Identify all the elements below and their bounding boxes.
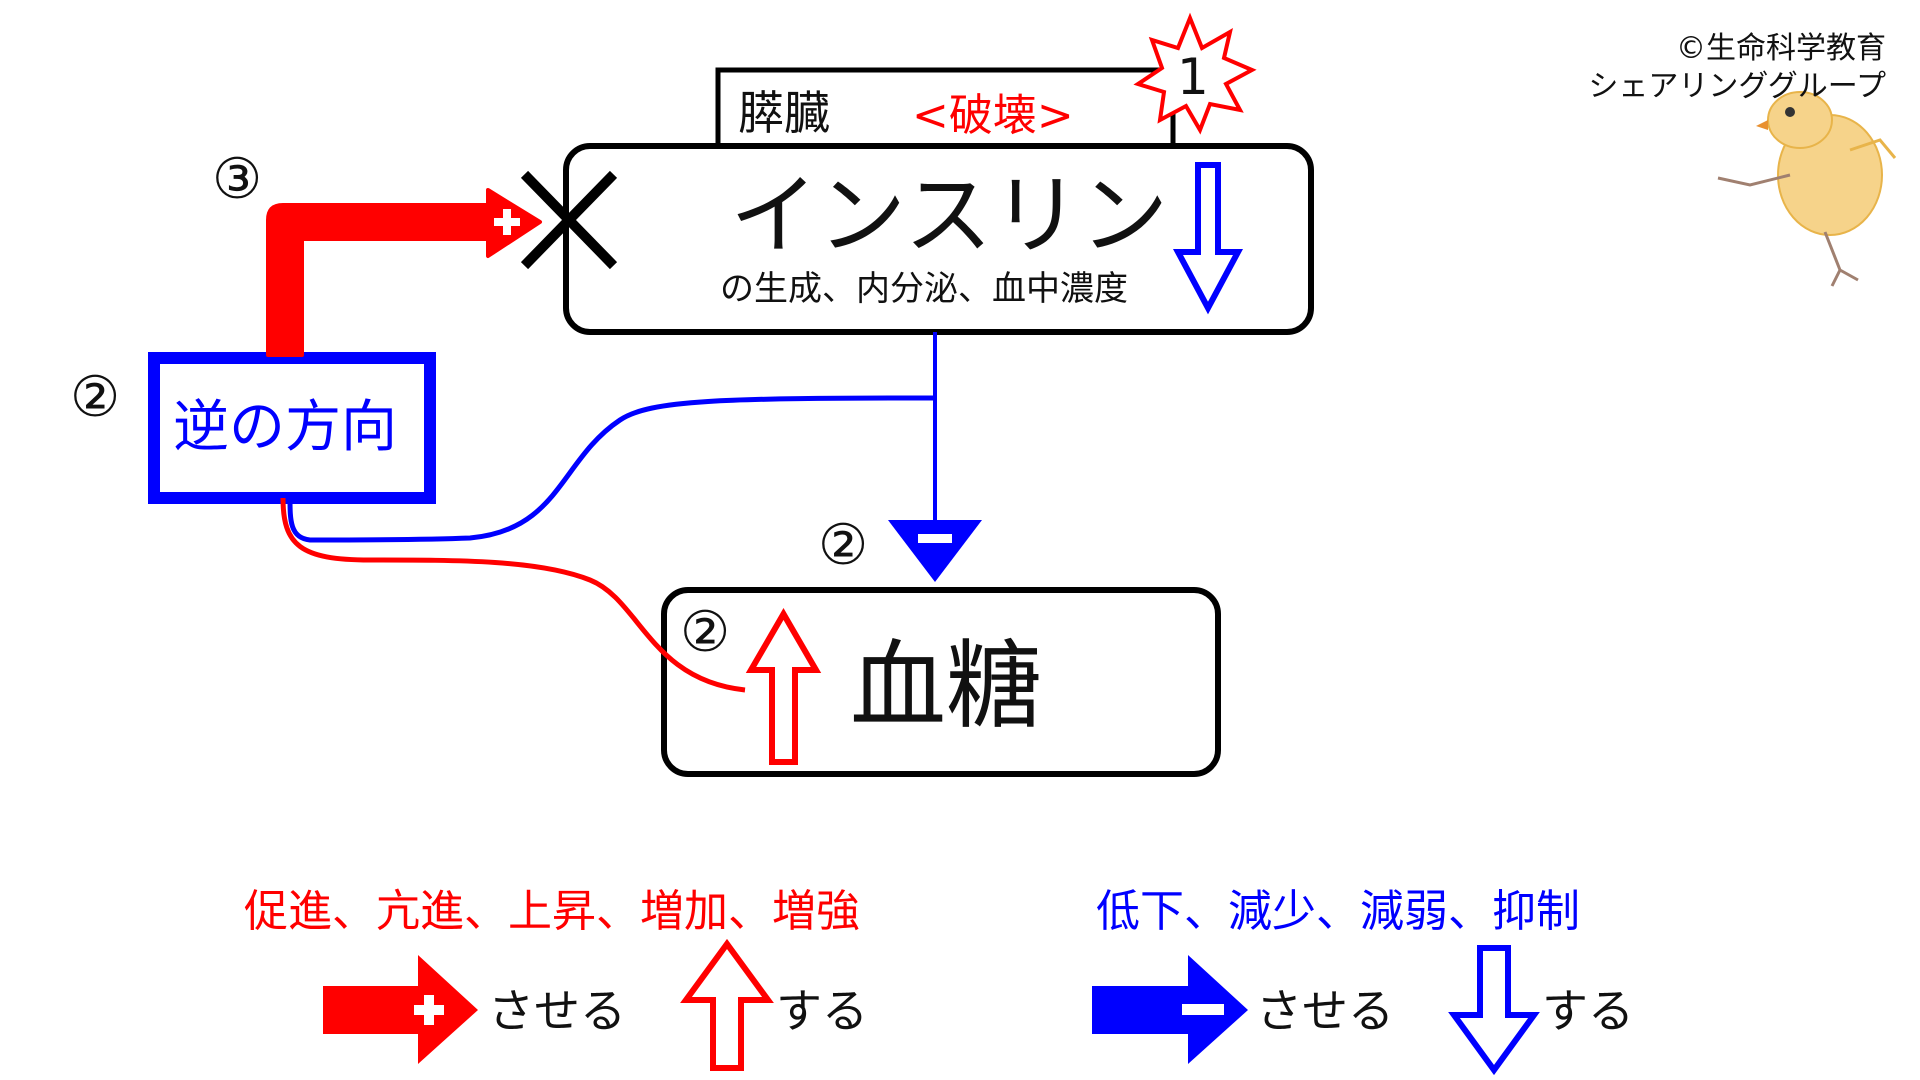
insulin-subtitle: の生成、内分泌、血中濃度 — [720, 269, 1128, 309]
reverse-direction-label: 逆の方向 — [173, 395, 397, 460]
block-x-icon — [520, 170, 618, 270]
burst-number: 1 — [1177, 48, 1209, 106]
legend-plus-icon — [414, 995, 444, 1025]
step-marker-3: ③ — [212, 147, 263, 212]
blood-sugar-increase-arrow-icon — [745, 608, 822, 765]
chick-illustration — [1717, 91, 1897, 287]
copyright-line2: シェアリンググループ — [1588, 69, 1886, 104]
legend-decrease-arrow-icon — [1448, 945, 1540, 1076]
blood-sugar-box — [661, 587, 1221, 777]
legend-increase-arrow-icon — [680, 938, 774, 1071]
legend-do-label-blue: する — [1542, 984, 1634, 1038]
legend-blue-terms: 低下、減少、減弱、抑制 — [1096, 886, 1580, 937]
legend-cause-label-red: させる — [488, 984, 626, 1038]
legend-red-terms: 促進、亢進、上昇、増加、増強 — [244, 886, 860, 937]
legend-cause-label-blue: させる — [1256, 984, 1394, 1038]
insulin-box — [563, 143, 1314, 335]
insulin-title: インスリン — [730, 164, 1169, 267]
reverse-direction-box — [148, 352, 436, 504]
legend-suppress-arrow-icon — [1092, 955, 1248, 1064]
suppress-curve — [287, 395, 936, 543]
pancreas-label: 膵臓 — [738, 86, 830, 140]
legend-minus-icon — [1182, 1004, 1224, 1015]
minus-icon — [918, 534, 952, 543]
burst-icon — [1133, 12, 1257, 135]
copyright-line1: ©生命科学教育 — [1676, 31, 1886, 66]
legend-do-label-red: する — [776, 984, 868, 1038]
insulin-decrease-arrow-icon — [1172, 162, 1244, 315]
pancreas-state-label: <破壊> — [912, 90, 1074, 141]
suppress-arrowhead-icon — [888, 520, 982, 582]
blood-sugar-label: 血糖 — [850, 630, 1042, 742]
plus-icon — [494, 209, 520, 235]
step-marker-2-left: ② — [70, 365, 121, 430]
legend-promote-arrow-icon — [323, 955, 478, 1064]
promote-curve — [280, 497, 746, 693]
step-marker-2-box: ② — [680, 600, 731, 665]
promote-arrow-to-insulin — [266, 188, 542, 357]
step-marker-2-middle: ② — [818, 513, 869, 578]
